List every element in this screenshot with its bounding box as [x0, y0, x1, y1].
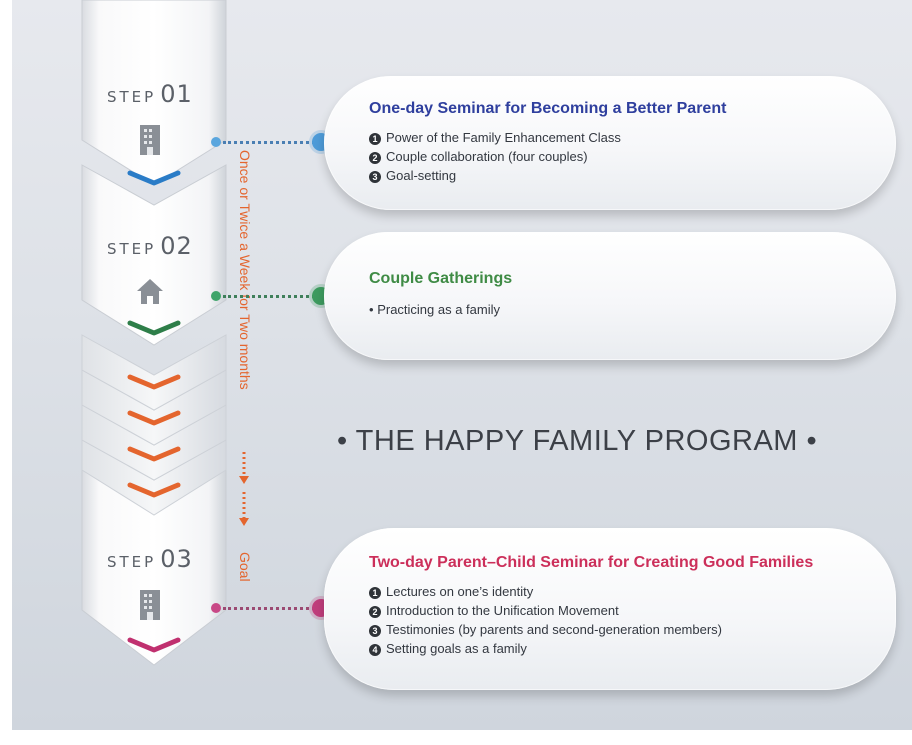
step3-chevron [127, 637, 181, 653]
orange-chevron-1 [127, 374, 181, 390]
step2-chevron [127, 320, 181, 336]
step1-block [81, 0, 227, 186]
step2-label-text: STEP [107, 240, 157, 258]
step1-card-title: One-day Seminar for Becoming a Better Pa… [369, 100, 727, 117]
step1-chevron [127, 170, 181, 186]
step3-card: Two-day Parent–Child Seminar for Creatin… [324, 528, 896, 690]
step1-number: 01 [160, 80, 193, 108]
step1-connector-start [211, 137, 221, 147]
step2-number: 02 [160, 232, 193, 260]
orange-chevron-2 [127, 410, 181, 426]
step3-label-text: STEP [107, 553, 157, 571]
number-badge-icon: 1 [369, 133, 381, 145]
step3-card-title: Two-day Parent–Child Seminar for Creatin… [369, 554, 814, 571]
step1-connector [223, 141, 321, 144]
step2-card-title: Couple Gatherings [369, 270, 513, 287]
orange-chevron-4 [127, 482, 181, 498]
number-badge-icon: 4 [369, 644, 381, 656]
step2-card: Couple Gatherings • Practicing as a fami… [324, 232, 896, 360]
list-item: • Practicing as a family [369, 302, 501, 317]
house-icon [137, 279, 163, 304]
building-icon [140, 125, 160, 155]
step3-connector-start [211, 603, 221, 613]
number-badge-icon: 1 [369, 587, 381, 599]
step3-connector [223, 607, 321, 610]
orange-chevron-3 [127, 446, 181, 462]
number-badge-icon: 2 [369, 152, 381, 164]
step2-connector-start [211, 291, 221, 301]
step-column [81, 0, 227, 666]
dotted-down-arrow [239, 452, 249, 526]
step3-number: 03 [160, 545, 193, 573]
program-title: • THE HAPPY FAMILY PROGRAM • [337, 425, 818, 457]
number-badge-icon: 2 [369, 606, 381, 618]
step2-card-list: • Practicing as a family [369, 300, 500, 319]
building-icon [140, 590, 160, 620]
number-badge-icon: 3 [369, 171, 381, 183]
step2-block [81, 164, 227, 346]
frequency-text: Once or Twice a Week for Two months [237, 150, 253, 390]
goal-text: Goal [237, 552, 253, 582]
step2-connector [223, 295, 321, 298]
step1-label-text: STEP [107, 88, 157, 106]
step1-card: One-day Seminar for Becoming a Better Pa… [324, 76, 896, 210]
chevron-block-1 [81, 334, 227, 411]
bullet: • [369, 302, 374, 317]
number-badge-icon: 3 [369, 625, 381, 637]
